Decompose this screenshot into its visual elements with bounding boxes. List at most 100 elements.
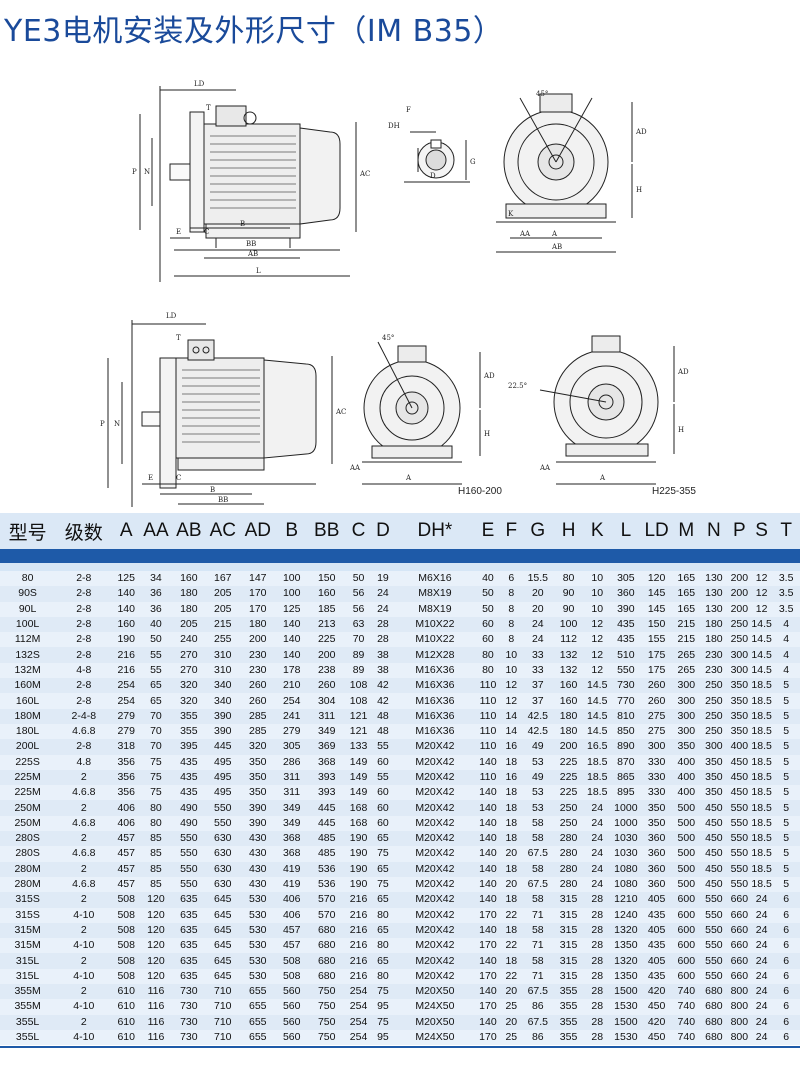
table-cell: 1350 — [611, 938, 641, 954]
table-cell: 350 — [727, 678, 752, 694]
table-cell: 560 — [275, 999, 308, 1015]
table-cell: 250 — [553, 815, 584, 832]
table-cell: 1080 — [611, 861, 641, 877]
table-cell: 170 — [475, 968, 501, 985]
table-cell: 5 — [772, 831, 800, 847]
table-cell: 140 — [475, 953, 501, 969]
table-cell: 4.6.8 — [55, 846, 113, 862]
table-cell: 300 — [700, 739, 728, 755]
table-cell: 254 — [345, 1014, 372, 1030]
table-cell: 28 — [583, 984, 611, 1000]
table-cell: 28 — [583, 1014, 611, 1030]
table-cell: 419 — [275, 876, 308, 893]
table-cell: 315 — [553, 938, 584, 954]
table-cell: 71 — [521, 968, 554, 985]
table-cell: 730 — [171, 1014, 206, 1030]
table-cell: 145 — [640, 601, 673, 617]
table-cell: 24 — [521, 616, 554, 633]
table-cell: 22 — [500, 938, 522, 954]
table-cell: 175 — [640, 662, 673, 679]
table-cell: 360 — [640, 876, 673, 893]
table-cell: 1500 — [611, 1014, 641, 1030]
table-cell: 12 — [500, 678, 522, 694]
table-cell: 270 — [171, 647, 206, 663]
table-cell: 160L — [0, 693, 56, 709]
table-cell: 508 — [275, 968, 308, 985]
table-cell: 18.5 — [583, 769, 611, 786]
table-cell: 4.6.8 — [55, 785, 113, 801]
table-cell: 48 — [371, 723, 395, 740]
table-cell: 260 — [640, 678, 673, 694]
table-cell: 5 — [772, 723, 800, 740]
table-cell: 55 — [371, 769, 395, 786]
table-cell: 55 — [140, 662, 172, 679]
table-cell: 254 — [345, 1029, 372, 1046]
table-cell: 300 — [672, 723, 701, 740]
table-cell: 350 — [239, 785, 276, 801]
table-cell: 550 — [700, 907, 728, 923]
table-cell: M20X42 — [394, 968, 476, 985]
table-cell: 18 — [500, 785, 522, 801]
table-cell: 14.5 — [583, 708, 611, 724]
table-cell: 600 — [672, 968, 701, 985]
table-cell: 250M — [0, 815, 56, 832]
table-cell: 300 — [727, 647, 752, 663]
table-cell: 350 — [700, 754, 728, 770]
table-cell: 800 — [727, 1014, 752, 1030]
table-cell: 149 — [345, 754, 372, 770]
table-cell: 350 — [672, 739, 701, 755]
dim-label: AD — [635, 128, 647, 136]
table-cell: 450 — [700, 815, 728, 832]
table-cell: 280S — [0, 846, 56, 862]
table-cell: 510 — [611, 647, 641, 663]
table-cell: 680 — [307, 922, 346, 939]
table-cell: 315 — [553, 953, 584, 969]
table-cell: 395 — [171, 739, 206, 755]
table-cell: 130 — [700, 571, 728, 587]
table-cell: 550 — [171, 831, 206, 847]
table-cell: 435 — [640, 968, 673, 985]
table-cell: 865 — [611, 769, 641, 786]
table-cell: 165 — [672, 586, 701, 602]
table-cell: 121 — [345, 723, 372, 740]
table-cell: 50 — [475, 601, 501, 617]
table-cell: 60 — [475, 632, 501, 648]
table-cell: 216 — [345, 922, 372, 939]
table-cell: M10X22 — [394, 632, 476, 648]
table-cell: 90 — [553, 601, 584, 617]
table-cell: 22 — [500, 968, 522, 985]
table-cell: 80 — [553, 571, 584, 587]
table-cell: 18.5 — [751, 861, 773, 877]
table-cell: 260 — [239, 678, 276, 694]
table-cell: 8 — [500, 632, 522, 648]
table-cell: 100 — [553, 616, 584, 633]
table-cell: 390 — [205, 723, 240, 740]
dim-label: AA — [539, 464, 551, 472]
table-cell: 175 — [640, 647, 673, 663]
table-cell: 190 — [345, 861, 372, 877]
drawings-area: LD T P N AC E C B BB AB L F DH G D 45° A… — [0, 52, 800, 507]
table-cell: 190 — [345, 876, 372, 893]
table-cell: 180L — [0, 723, 56, 740]
table-cell: 149 — [345, 785, 372, 801]
dim-label: F — [406, 106, 411, 114]
dim-label: AD — [677, 368, 689, 376]
table-cell: 20 — [500, 876, 522, 893]
table-cell: 360 — [640, 861, 673, 877]
column-header: AA — [140, 513, 172, 549]
dim-label: P — [100, 420, 105, 428]
table-cell: 75 — [371, 1014, 395, 1030]
table-cell: 132S — [0, 647, 56, 663]
table-cell: 12 — [751, 571, 773, 587]
table-cell: 1030 — [611, 846, 641, 862]
table-cell: M20X42 — [394, 876, 476, 893]
table-cell: 560 — [275, 1014, 308, 1030]
